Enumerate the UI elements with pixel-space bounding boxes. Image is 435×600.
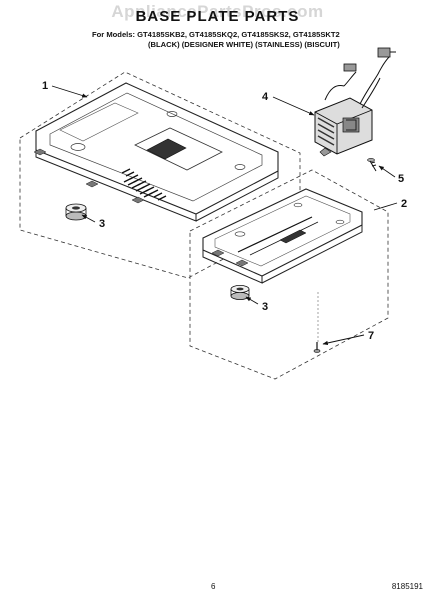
screw-part-5 (367, 158, 377, 172)
rubber-foot-part-3-upper (65, 203, 87, 221)
callout-4: 4 (262, 91, 269, 103)
leader-line-3a (81, 214, 96, 223)
callout-3-upper: 3 (99, 218, 105, 230)
page-title: BASE PLATE PARTS (135, 8, 300, 25)
rubber-foot-part-3-lower (230, 284, 250, 300)
leader-line-3b (245, 296, 259, 305)
callout-3-lower: 3 (262, 301, 268, 313)
base-plate-part-2 (202, 188, 363, 284)
watermark: AppliancePartsPros.com (111, 2, 324, 21)
callout-7: 7 (368, 330, 374, 342)
leader-line-5 (378, 165, 396, 178)
leader-line-4 (272, 96, 315, 116)
model-list: For Models: GT4185SKB2, GT4185SKQ2, GT41… (92, 30, 422, 50)
callout-2: 2 (401, 198, 407, 210)
screw-part-7 (313, 292, 321, 353)
page-number: 6 (211, 582, 216, 591)
base-plate-part-1 (33, 82, 279, 222)
transformer-part-4 (314, 47, 396, 157)
model-numbers: For Models: GT4185SKB2, GT4185SKQ2, GT41… (92, 30, 340, 39)
assembly-outline-2 (189, 169, 389, 380)
callout-1: 1 (42, 80, 48, 92)
leader-line-7 (322, 334, 365, 346)
leader-line-1 (51, 85, 88, 98)
callout-5: 5 (398, 173, 404, 185)
document-number: 8185191 (391, 582, 423, 591)
model-colors: (BLACK) (DESIGNER WHITE) (STAINLESS) (BI… (148, 40, 340, 49)
leader-line-2 (373, 202, 398, 211)
